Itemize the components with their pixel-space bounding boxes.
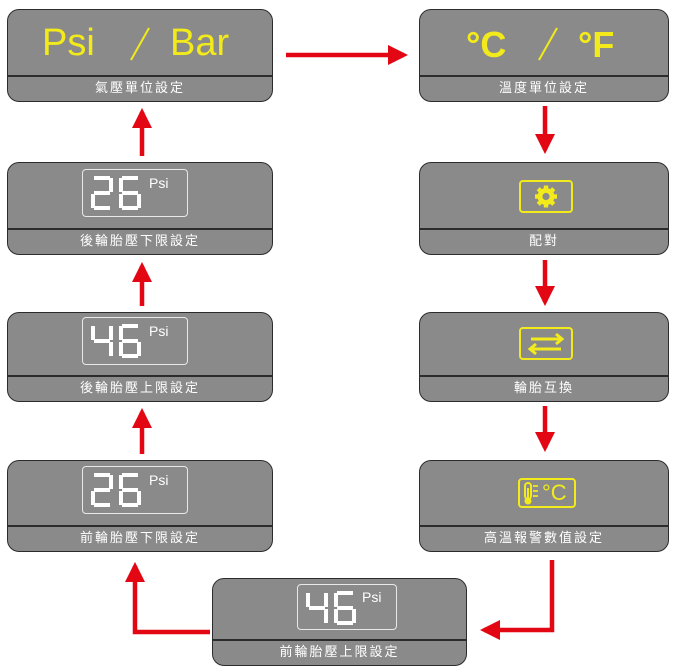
digit-segment	[94, 176, 110, 180]
divider	[420, 375, 668, 377]
digit-segment	[137, 194, 141, 208]
temperature-unit-panel[interactable]: °C °F 溫度單位設定	[419, 9, 669, 102]
thermometer-celsius-icon: °C	[518, 478, 576, 508]
pressure-unit-label: 氣壓單位設定	[94, 81, 185, 96]
seven-segment-digits	[91, 324, 141, 358]
digit-segment	[109, 178, 113, 192]
temperature-unit-label: 溫度單位設定	[498, 81, 589, 96]
psi-option: Psi	[42, 22, 95, 64]
divider	[213, 639, 466, 641]
digit-segment	[122, 206, 138, 210]
pairing-label: 配對	[528, 234, 559, 249]
digit-segment	[109, 326, 113, 340]
digit-segment	[122, 488, 138, 492]
slash-separator	[538, 27, 558, 61]
digit-segment	[122, 473, 138, 477]
digit-segment	[137, 491, 141, 505]
digit-segment	[94, 191, 110, 195]
digit-segment	[337, 606, 353, 610]
celsius-option: °C	[466, 24, 507, 65]
digit-segment	[137, 342, 141, 356]
digit-segment	[119, 178, 123, 192]
digit-segment	[94, 339, 110, 343]
seven-segment-digits	[306, 591, 356, 625]
swap-arrows-icon	[519, 327, 573, 360]
digit-segment	[324, 593, 328, 607]
pairing-panel[interactable]: 配對	[419, 162, 669, 255]
divider	[8, 75, 272, 77]
digit-segment	[91, 491, 95, 505]
digit-segment	[122, 354, 138, 358]
psi-unit: Psi	[149, 323, 169, 339]
divider	[420, 75, 668, 77]
digit-segment	[94, 206, 110, 210]
pressure-unit-display: Psi Bar	[8, 10, 272, 75]
pressure-lcd: Psi	[82, 317, 188, 365]
celsius-text: °C	[542, 480, 567, 505]
digit-segment	[119, 491, 123, 505]
flow-arrow-fronthigh-to-frontlow	[124, 561, 210, 635]
digit-segment	[119, 475, 123, 489]
divider	[8, 525, 272, 527]
digit-segment	[334, 593, 338, 607]
fahrenheit-option: °F	[578, 24, 615, 65]
digit-segment	[119, 342, 123, 356]
rear-high-panel[interactable]: Psi 後輪胎壓上限設定	[7, 312, 273, 402]
divider	[8, 228, 272, 230]
digit-segment	[94, 473, 110, 477]
digit-segment	[122, 324, 138, 328]
digit-segment	[337, 621, 353, 625]
digit-segment	[109, 342, 113, 356]
pressure-lcd: Psi	[82, 466, 188, 514]
digit-segment	[337, 591, 353, 595]
rear-high-label: 後輪胎壓上限設定	[79, 381, 200, 396]
digit-segment	[122, 176, 138, 180]
slash-separator	[130, 27, 150, 61]
front-high-label: 前輪胎壓上限設定	[279, 645, 400, 660]
temperature-unit-display: °C °F	[420, 10, 668, 75]
digit-segment	[94, 503, 110, 507]
pressure-lcd: Psi	[82, 169, 188, 217]
flow-arrow-hightemp-to-fronthigh	[479, 560, 555, 641]
digit-segment	[94, 488, 110, 492]
divider	[420, 228, 668, 230]
high-temp-label: 高溫報警數值設定	[483, 531, 604, 546]
pressure-lcd: Psi	[297, 584, 397, 630]
digit-segment	[109, 475, 113, 489]
psi-unit: Psi	[362, 589, 382, 605]
bar-option: Bar	[170, 22, 230, 64]
rear-low-panel[interactable]: Psi 後輪胎壓下限設定	[7, 162, 273, 255]
psi-unit: Psi	[149, 175, 169, 191]
divider	[8, 375, 272, 377]
digit-segment	[91, 194, 95, 208]
tire-swap-panel[interactable]: 輪胎互換	[419, 312, 669, 402]
digit-segment	[122, 503, 138, 507]
pressure-unit-panel[interactable]: Psi Bar 氣壓單位設定	[7, 9, 273, 102]
digit-segment	[122, 191, 138, 195]
seven-segment-digits	[91, 176, 141, 210]
digit-segment	[91, 326, 95, 340]
tire-swap-label: 輪胎互換	[513, 381, 574, 396]
divider	[420, 525, 668, 527]
digit-segment	[352, 609, 356, 623]
front-high-panel[interactable]: Psi 前輪胎壓上限設定	[212, 578, 467, 666]
psi-unit: Psi	[149, 472, 169, 488]
digit-segment	[119, 326, 123, 340]
digit-segment	[324, 609, 328, 623]
front-low-panel[interactable]: Psi 前輪胎壓下限設定	[7, 460, 273, 552]
digit-segment	[306, 593, 310, 607]
rear-low-label: 後輪胎壓下限設定	[79, 234, 200, 249]
front-low-label: 前輪胎壓下限設定	[79, 531, 200, 546]
seven-segment-digits	[91, 473, 141, 507]
digit-segment	[122, 339, 138, 343]
digit-segment	[334, 609, 338, 623]
high-temp-panel[interactable]: °C 高溫報警數值設定	[419, 460, 669, 552]
digit-segment	[309, 606, 325, 610]
digit-segment	[119, 194, 123, 208]
gear-icon	[519, 180, 573, 213]
